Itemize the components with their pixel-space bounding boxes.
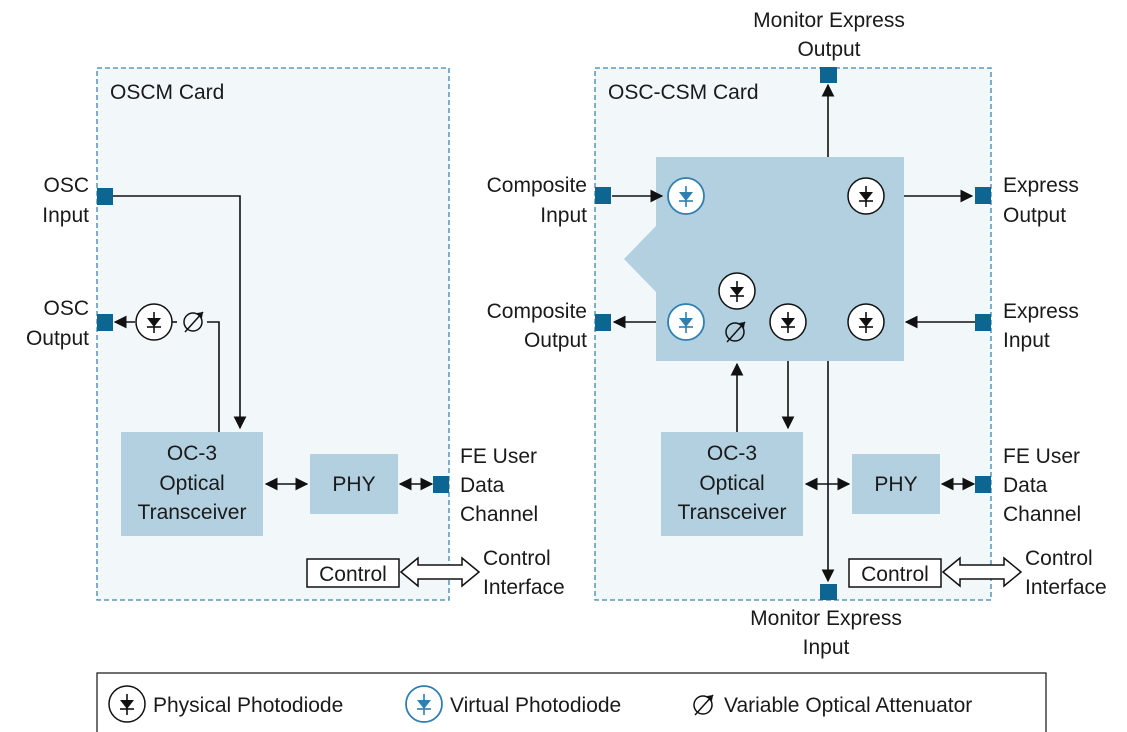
osc-csm-control-double-arrow-icon — [941, 556, 1023, 588]
osc-input-port[interactable] — [97, 188, 113, 205]
legend-virtual-photodiode-icon — [405, 685, 443, 723]
oscm-fe-user-data-port[interactable] — [433, 476, 449, 493]
oscm-transceiver-line3: Transceiver — [138, 501, 247, 524]
osc-csm-oc3-transceiver-block — [661, 432, 803, 536]
composite-input-port[interactable] — [595, 187, 611, 204]
oscm-control-label: Control — [319, 563, 387, 586]
composite-output-virtual-photodiode-icon — [667, 303, 705, 341]
oscm-control-interface-line2: Interface — [483, 576, 565, 599]
monitor-express-input-line2: Input — [803, 636, 850, 659]
osc-csm-transceiver-line3: Transceiver — [678, 501, 787, 524]
express-input-physical-photodiode-icon — [847, 303, 885, 341]
osc-output-label-line1: OSC — [43, 297, 89, 320]
monitor-express-input-line1: Monitor Express — [750, 607, 902, 630]
composite-input-label-line2: Input — [540, 204, 587, 227]
legend: Physical Photodiode Virtual Photodiode V… — [96, 672, 1047, 732]
express-input-label-line1: Express — [1003, 300, 1079, 323]
osc-input-label-line2: Input — [42, 204, 89, 227]
legend-physical-photodiode-label: Physical Photodiode — [153, 694, 343, 717]
legend-virtual-photodiode-label: Virtual Photodiode — [450, 694, 621, 717]
oscm-phy-block — [310, 454, 398, 514]
osc-csm-control-box — [848, 558, 942, 588]
oscm-fe-channel-line3: Channel — [460, 503, 538, 526]
express-output-port[interactable] — [975, 187, 991, 204]
legend-variable-optical-attenuator-label: Variable Optical Attenuator — [724, 694, 972, 717]
switch-physical-photodiode-middle-icon — [769, 303, 807, 341]
transceiver-to-osc-output-wire — [207, 321, 220, 432]
osc-output-port[interactable] — [97, 314, 113, 331]
osc-csm-fe-channel-line1: FE User — [1003, 445, 1080, 468]
express-output-label-line1: Express — [1003, 174, 1079, 197]
osc-csm-card-title: OSC-CSM Card — [608, 81, 759, 104]
oscm-transceiver-line1: OC-3 — [167, 442, 217, 465]
oscm-fe-channel-line1: FE User — [460, 445, 537, 468]
oscm-card: OSCM Card OSC Input OSC Output OC-3 Opti… — [26, 67, 565, 601]
osc-csm-card: OSC-CSM Card Monitor Express Output Comp… — [487, 9, 1107, 659]
express-output-physical-photodiode-icon — [847, 177, 885, 215]
osc-csm-phy-block — [852, 454, 940, 514]
oscm-control-double-arrow-icon — [399, 556, 481, 588]
osc-input-to-transceiver-wire — [113, 195, 247, 430]
oscm-card-title: OSCM Card — [110, 81, 224, 104]
osc-csm-control-label: Control — [861, 563, 929, 586]
legend-frame — [96, 672, 1047, 732]
composite-input-label-line1: Composite — [487, 174, 587, 197]
monitor-express-input-port[interactable] — [820, 584, 837, 600]
osc-input-label-line1: OSC — [43, 174, 89, 197]
osc-csm-control-interface-line1: Control — [1025, 547, 1093, 570]
monitor-express-output-line1: Monitor Express — [753, 9, 905, 32]
composite-output-port[interactable] — [595, 314, 611, 331]
oscm-phy-label: PHY — [332, 473, 375, 496]
osc-csm-phy-label: PHY — [874, 473, 917, 496]
composite-output-label-line2: Output — [524, 329, 587, 352]
composite-input-virtual-photodiode-icon — [667, 177, 705, 215]
oscm-physical-photodiode-icon — [135, 303, 173, 341]
monitor-express-output-port[interactable] — [820, 67, 837, 83]
express-input-port[interactable] — [975, 314, 991, 331]
osc-csm-transceiver-line1: OC-3 — [707, 442, 757, 465]
osc-csm-transceiver-line2: Optical — [699, 472, 764, 495]
osc-csm-control-interface-line2: Interface — [1025, 576, 1107, 599]
osc-csm-fe-channel-line3: Channel — [1003, 503, 1081, 526]
oscm-fe-channel-line2: Data — [460, 474, 505, 497]
oscm-control-box — [306, 558, 400, 588]
express-output-label-line2: Output — [1003, 204, 1066, 227]
legend-physical-photodiode-icon — [108, 685, 146, 723]
oscm-control-interface-line1: Control — [483, 547, 551, 570]
express-input-label-line2: Input — [1003, 329, 1050, 352]
composite-output-label-line1: Composite — [487, 300, 587, 323]
switch-physical-photodiode-top-icon — [718, 272, 756, 310]
oscm-transceiver-line2: Optical — [159, 472, 224, 495]
osc-output-label-line2: Output — [26, 327, 89, 350]
osc-csm-fe-user-data-port[interactable] — [975, 476, 991, 493]
monitor-express-output-line2: Output — [797, 38, 860, 61]
osc-csm-fe-channel-line2: Data — [1003, 474, 1048, 497]
oscm-oc3-transceiver-block — [121, 432, 263, 536]
